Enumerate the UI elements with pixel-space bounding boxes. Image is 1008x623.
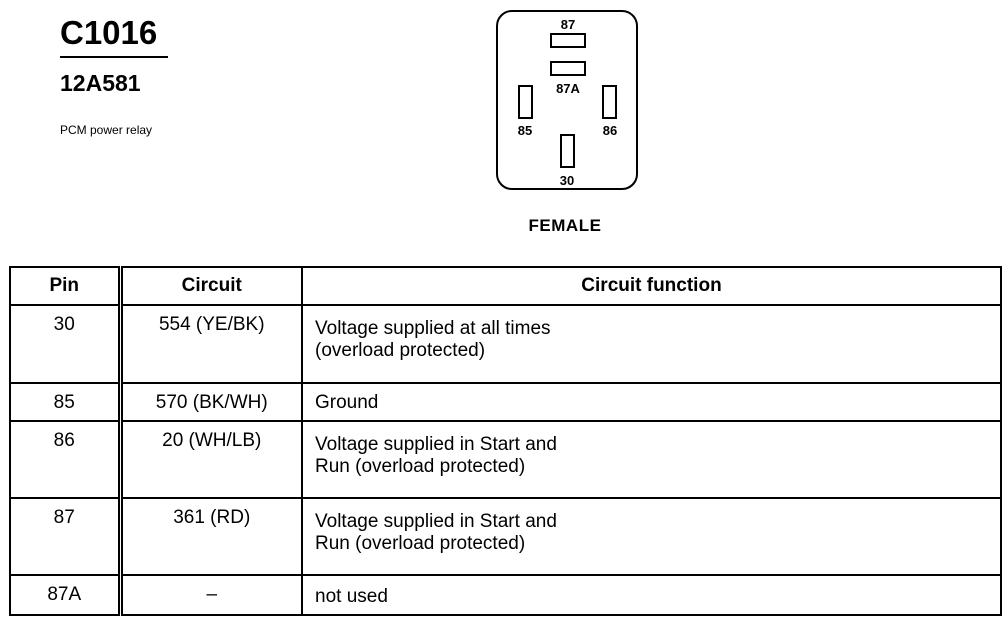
header-circuit: Circuit — [119, 266, 303, 306]
connector-code-title: C1016 — [60, 14, 158, 51]
pin-87a-terminal — [550, 61, 586, 76]
function-line: Run (overload protected) — [315, 456, 526, 477]
cell-circuit: 570 (BK/WH) — [119, 382, 303, 422]
pin-85-label: 85 — [517, 123, 533, 138]
table-row: 87 361 (RD) Voltage supplied in Start an… — [9, 497, 1002, 576]
table-row: 85 570 (BK/WH) Ground — [9, 382, 1002, 422]
cell-function: Voltage supplied in Start and Run (overl… — [301, 497, 1002, 576]
table-row: 86 20 (WH/LB) Voltage supplied in Start … — [9, 420, 1002, 499]
function-line: Voltage supplied at all times — [315, 318, 551, 339]
pin-86-label: 86 — [602, 123, 618, 138]
cell-function: Ground — [301, 382, 1002, 422]
pin-86-terminal — [602, 85, 617, 119]
table-header-row: Pin Circuit Circuit function — [9, 266, 1002, 306]
cell-function: Voltage supplied in Start and Run (overl… — [301, 420, 1002, 499]
connector-face-diagram: 87 87A 85 86 30 — [496, 10, 638, 190]
cell-circuit: – — [119, 574, 303, 616]
cell-circuit: 361 (RD) — [119, 497, 303, 576]
function-line: not used — [315, 586, 388, 607]
function-line: Ground — [315, 392, 379, 413]
function-line: Run (overload protected) — [315, 533, 526, 554]
connector-gender-label: FEMALE — [528, 216, 602, 235]
cell-pin: 87 — [9, 497, 123, 576]
part-number: 12A581 — [60, 70, 141, 96]
cell-pin: 85 — [9, 382, 123, 422]
cell-circuit: 20 (WH/LB) — [119, 420, 303, 499]
pin-circuit-table: Pin Circuit Circuit function 30 554 (YE/… — [9, 266, 1002, 616]
function-line: Voltage supplied in Start and — [315, 434, 557, 455]
pin-87a-label: 87A — [556, 81, 580, 96]
header-circuit-function: Circuit function — [301, 266, 1002, 306]
cell-function: not used — [301, 574, 1002, 616]
function-line: Voltage supplied in Start and — [315, 511, 557, 532]
cell-circuit: 554 (YE/BK) — [119, 304, 303, 384]
cell-pin: 87A — [9, 574, 123, 616]
pin-30-terminal — [560, 134, 575, 168]
cell-function: Voltage supplied at all times (overload … — [301, 304, 1002, 384]
connector-description: PCM power relay — [60, 123, 153, 137]
cell-pin: 86 — [9, 420, 123, 499]
header-pin: Pin — [9, 266, 123, 306]
pin-85-terminal — [518, 85, 533, 119]
pin-30-label: 30 — [559, 173, 575, 188]
table-row: 87A – not used — [9, 574, 1002, 616]
function-line: (overload protected) — [315, 340, 486, 361]
pin-87-terminal — [550, 33, 586, 48]
title-underline — [60, 56, 168, 58]
table-row: 30 554 (YE/BK) Voltage supplied at all t… — [9, 304, 1002, 384]
pin-87-label: 87 — [560, 17, 576, 32]
cell-pin: 30 — [9, 304, 123, 384]
